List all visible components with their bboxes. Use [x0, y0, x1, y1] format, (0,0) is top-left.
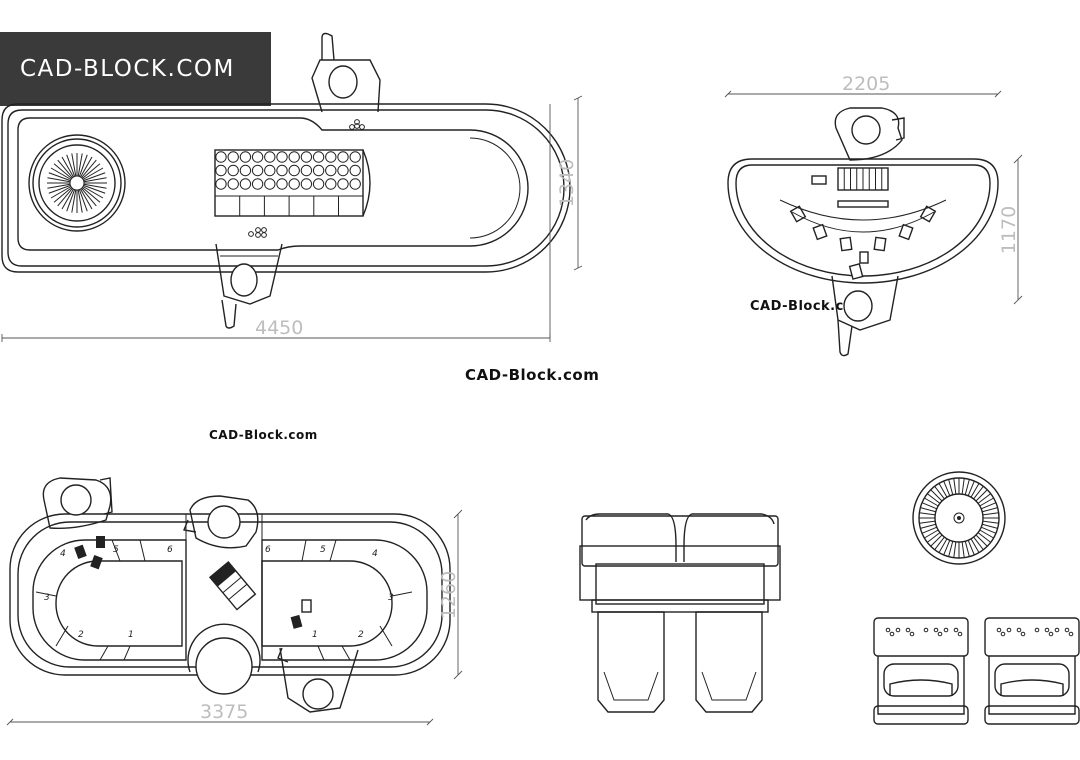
person-figure-icon: [42, 477, 113, 530]
dimension-label: 4450: [255, 317, 303, 339]
field-number: 6: [265, 545, 271, 555]
person-figure-icon: [277, 647, 359, 713]
field-number: 1: [128, 630, 134, 640]
person-figure-icon: [215, 243, 283, 329]
slot-machine: [984, 617, 1080, 725]
roulette-wheel-icon: [912, 471, 1006, 565]
field-number: 5: [320, 545, 326, 555]
slot-machine: [873, 617, 969, 725]
chip-tray-icon: [208, 560, 257, 611]
craps-table: 4 5 6 3 2 1 6 5 4 3 1 2: [6, 509, 463, 726]
playing-card-icon: [74, 536, 312, 629]
dimension-label: 1340: [556, 159, 578, 207]
watermark-right: CAD-Block.com: [750, 299, 868, 314]
dimension-label: 2205: [842, 73, 890, 95]
chip-stack-icon: [248, 227, 267, 238]
field-number: 4: [372, 549, 378, 559]
dimension-label: 1170: [998, 206, 1020, 254]
watermark-center: CAD-Block.com: [465, 366, 600, 384]
roulette-table: 4450 1340: [1, 95, 583, 342]
playing-card-icon: [848, 251, 869, 280]
field-number: 4: [60, 549, 66, 559]
arcade-machines: [579, 513, 781, 713]
roulette-wheel-icon: [28, 134, 126, 232]
site-logo-badge: CAD-BLOCK.COM: [0, 32, 271, 106]
chip-stack-icon: [349, 119, 365, 130]
watermark-left: CAD-Block.com: [209, 428, 318, 442]
person-figure-icon: [834, 107, 905, 161]
dimension-label: 1260: [438, 571, 460, 619]
person-figure-icon: [311, 32, 381, 113]
field-number: 6: [167, 545, 173, 555]
blackjack-table: 2205 1170: [724, 73, 1023, 305]
field-number: 1: [312, 630, 318, 640]
dimension-label: 3375: [200, 701, 248, 723]
field-number: 3: [44, 593, 50, 603]
field-number: 2: [358, 630, 364, 640]
field-number: 3: [388, 593, 394, 603]
logo-text: CAD-BLOCK.COM: [20, 56, 235, 82]
roulette-betting-grid: [214, 149, 371, 217]
person-figure-icon: [183, 495, 259, 549]
field-number: 5: [113, 545, 119, 555]
field-number: 2: [78, 630, 84, 640]
person-figure-icon: [831, 275, 899, 357]
